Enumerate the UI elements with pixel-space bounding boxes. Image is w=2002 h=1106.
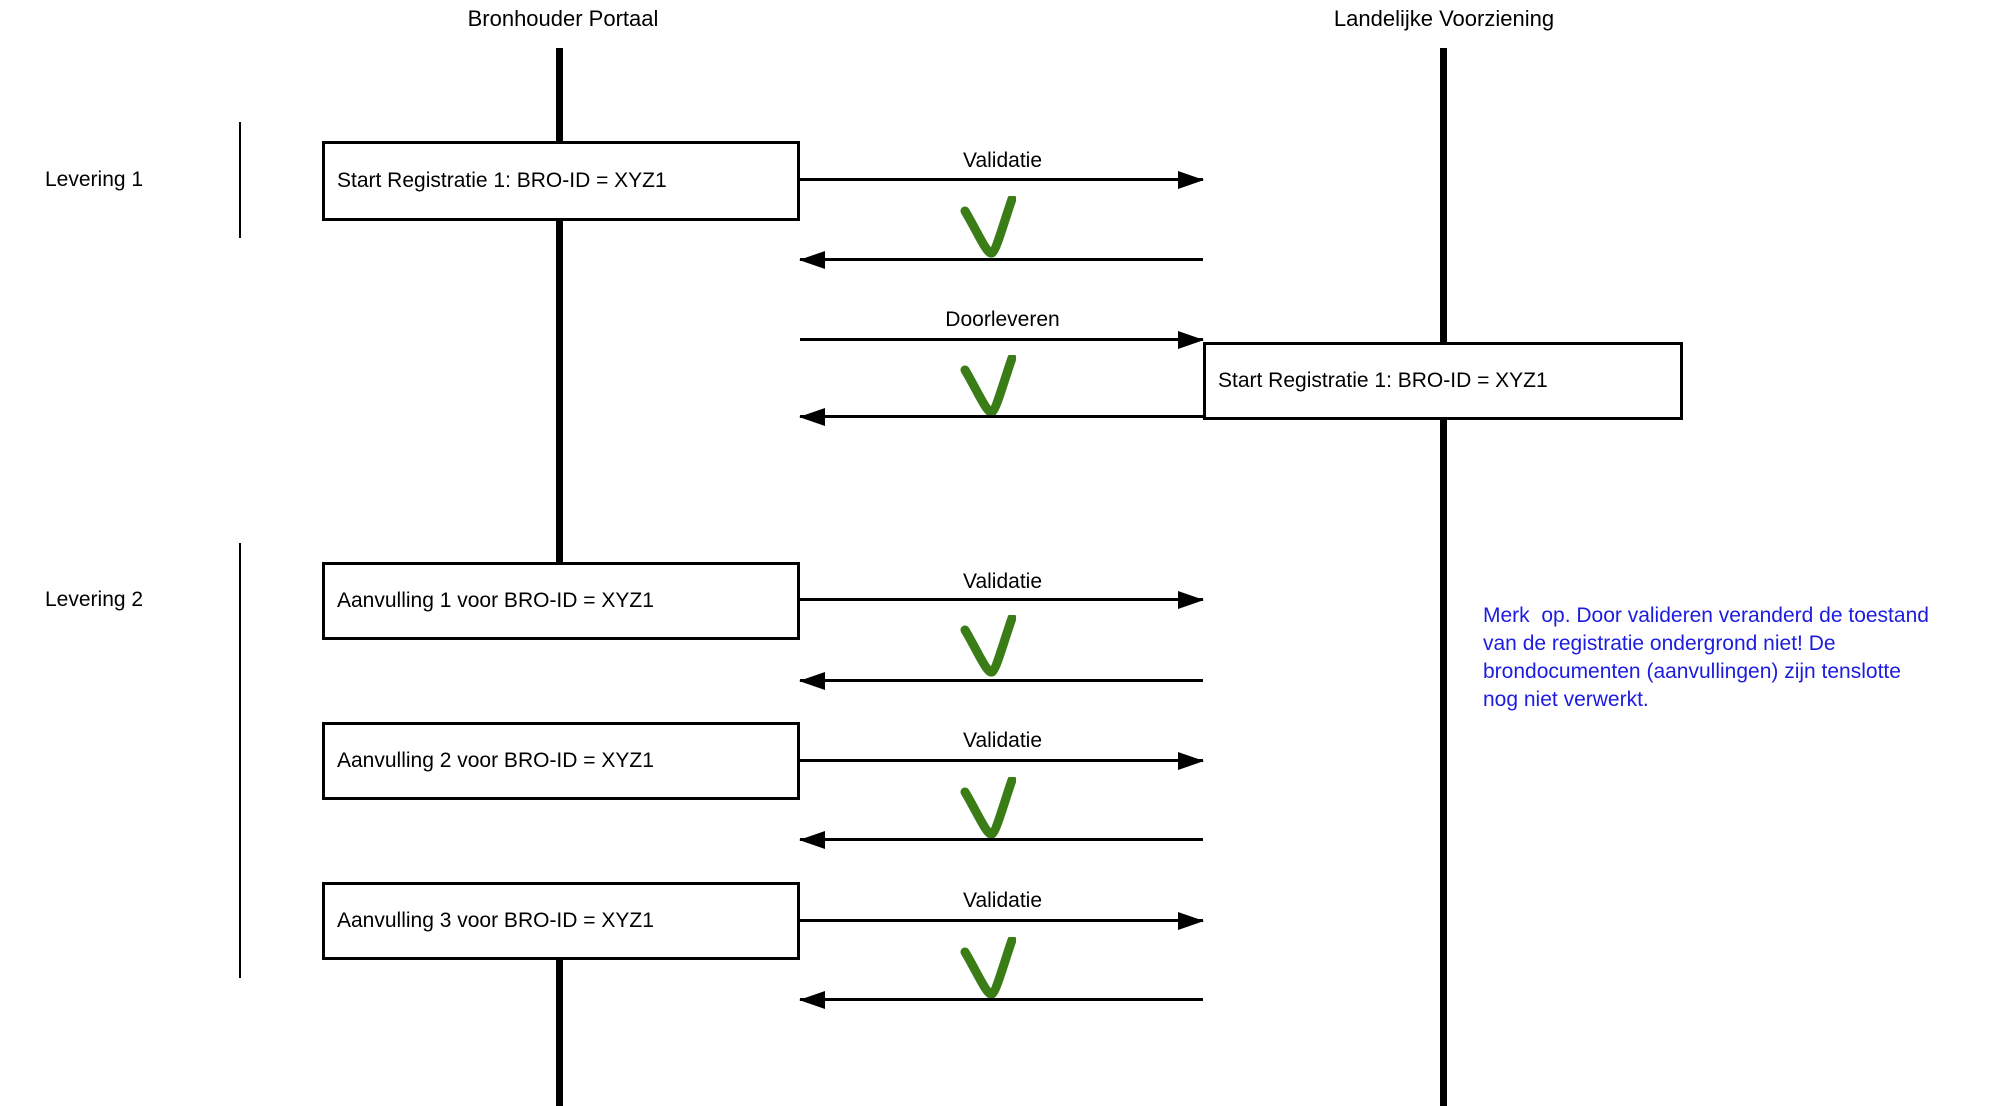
validatie-request-arrow-4 [800, 919, 1203, 922]
validation-note-text: Merk op. Door valideren veranderd de toe… [1483, 604, 1929, 711]
levering2-bracket-line [239, 543, 241, 978]
flow-label-validatie-2: Validatie [963, 570, 1042, 593]
actor-title-bronhouder-portaal: Bronhouder Portaal [467, 6, 659, 31]
levering1-bracket-line [239, 122, 241, 238]
validatie-request-arrow-1 [800, 178, 1203, 181]
message-box-aanvulling-1: Aanvulling 1 voor BRO-ID = XYZ1 [322, 562, 800, 640]
levering2-label: Levering 2 [45, 588, 144, 611]
bronhouder-lifeline-segment-top [556, 48, 563, 141]
levering1-label: Levering 1 [45, 168, 144, 191]
green-check-icon [960, 196, 1016, 258]
bronhouder-lifeline-segment-bottom [556, 960, 563, 1106]
flow-label-validatie-1: Validatie [963, 149, 1042, 172]
bronhouder-lifeline-segment-middle [556, 221, 563, 562]
green-check-icon [960, 355, 1016, 417]
flow-label-validatie-3: Validatie [963, 729, 1042, 752]
message-box-start-registratie-landelijke-voorziening: Start Registratie 1: BRO-ID = XYZ1 [1203, 342, 1683, 420]
validatie-request-arrow-3 [800, 759, 1203, 762]
validatie-response-arrow-1 [800, 258, 1203, 261]
validatie-response-arrow-2 [800, 679, 1203, 682]
actor-title-landelijke-voorziening: Landelijke Voorziening [1333, 6, 1555, 31]
flow-label-doorleveren: Doorleveren [945, 308, 1060, 331]
green-check-icon [960, 937, 1016, 999]
message-box-start-registratie-portaal: Start Registratie 1: BRO-ID = XYZ1 [322, 141, 800, 221]
validatie-response-arrow-4 [800, 998, 1203, 1001]
doorleveren-response-arrow [800, 415, 1203, 418]
validatie-response-arrow-3 [800, 838, 1203, 841]
validatie-request-arrow-2 [800, 598, 1203, 601]
message-box-aanvulling-2: Aanvulling 2 voor BRO-ID = XYZ1 [322, 722, 800, 800]
doorleveren-request-arrow [800, 338, 1203, 341]
landelijke-lifeline-segment-bottom [1440, 420, 1447, 1106]
message-box-aanvulling-3: Aanvulling 3 voor BRO-ID = XYZ1 [322, 882, 800, 960]
flow-label-validatie-4: Validatie [963, 889, 1042, 912]
landelijke-lifeline-segment-top [1440, 48, 1447, 342]
green-check-icon [960, 615, 1016, 677]
green-check-icon [960, 777, 1016, 839]
